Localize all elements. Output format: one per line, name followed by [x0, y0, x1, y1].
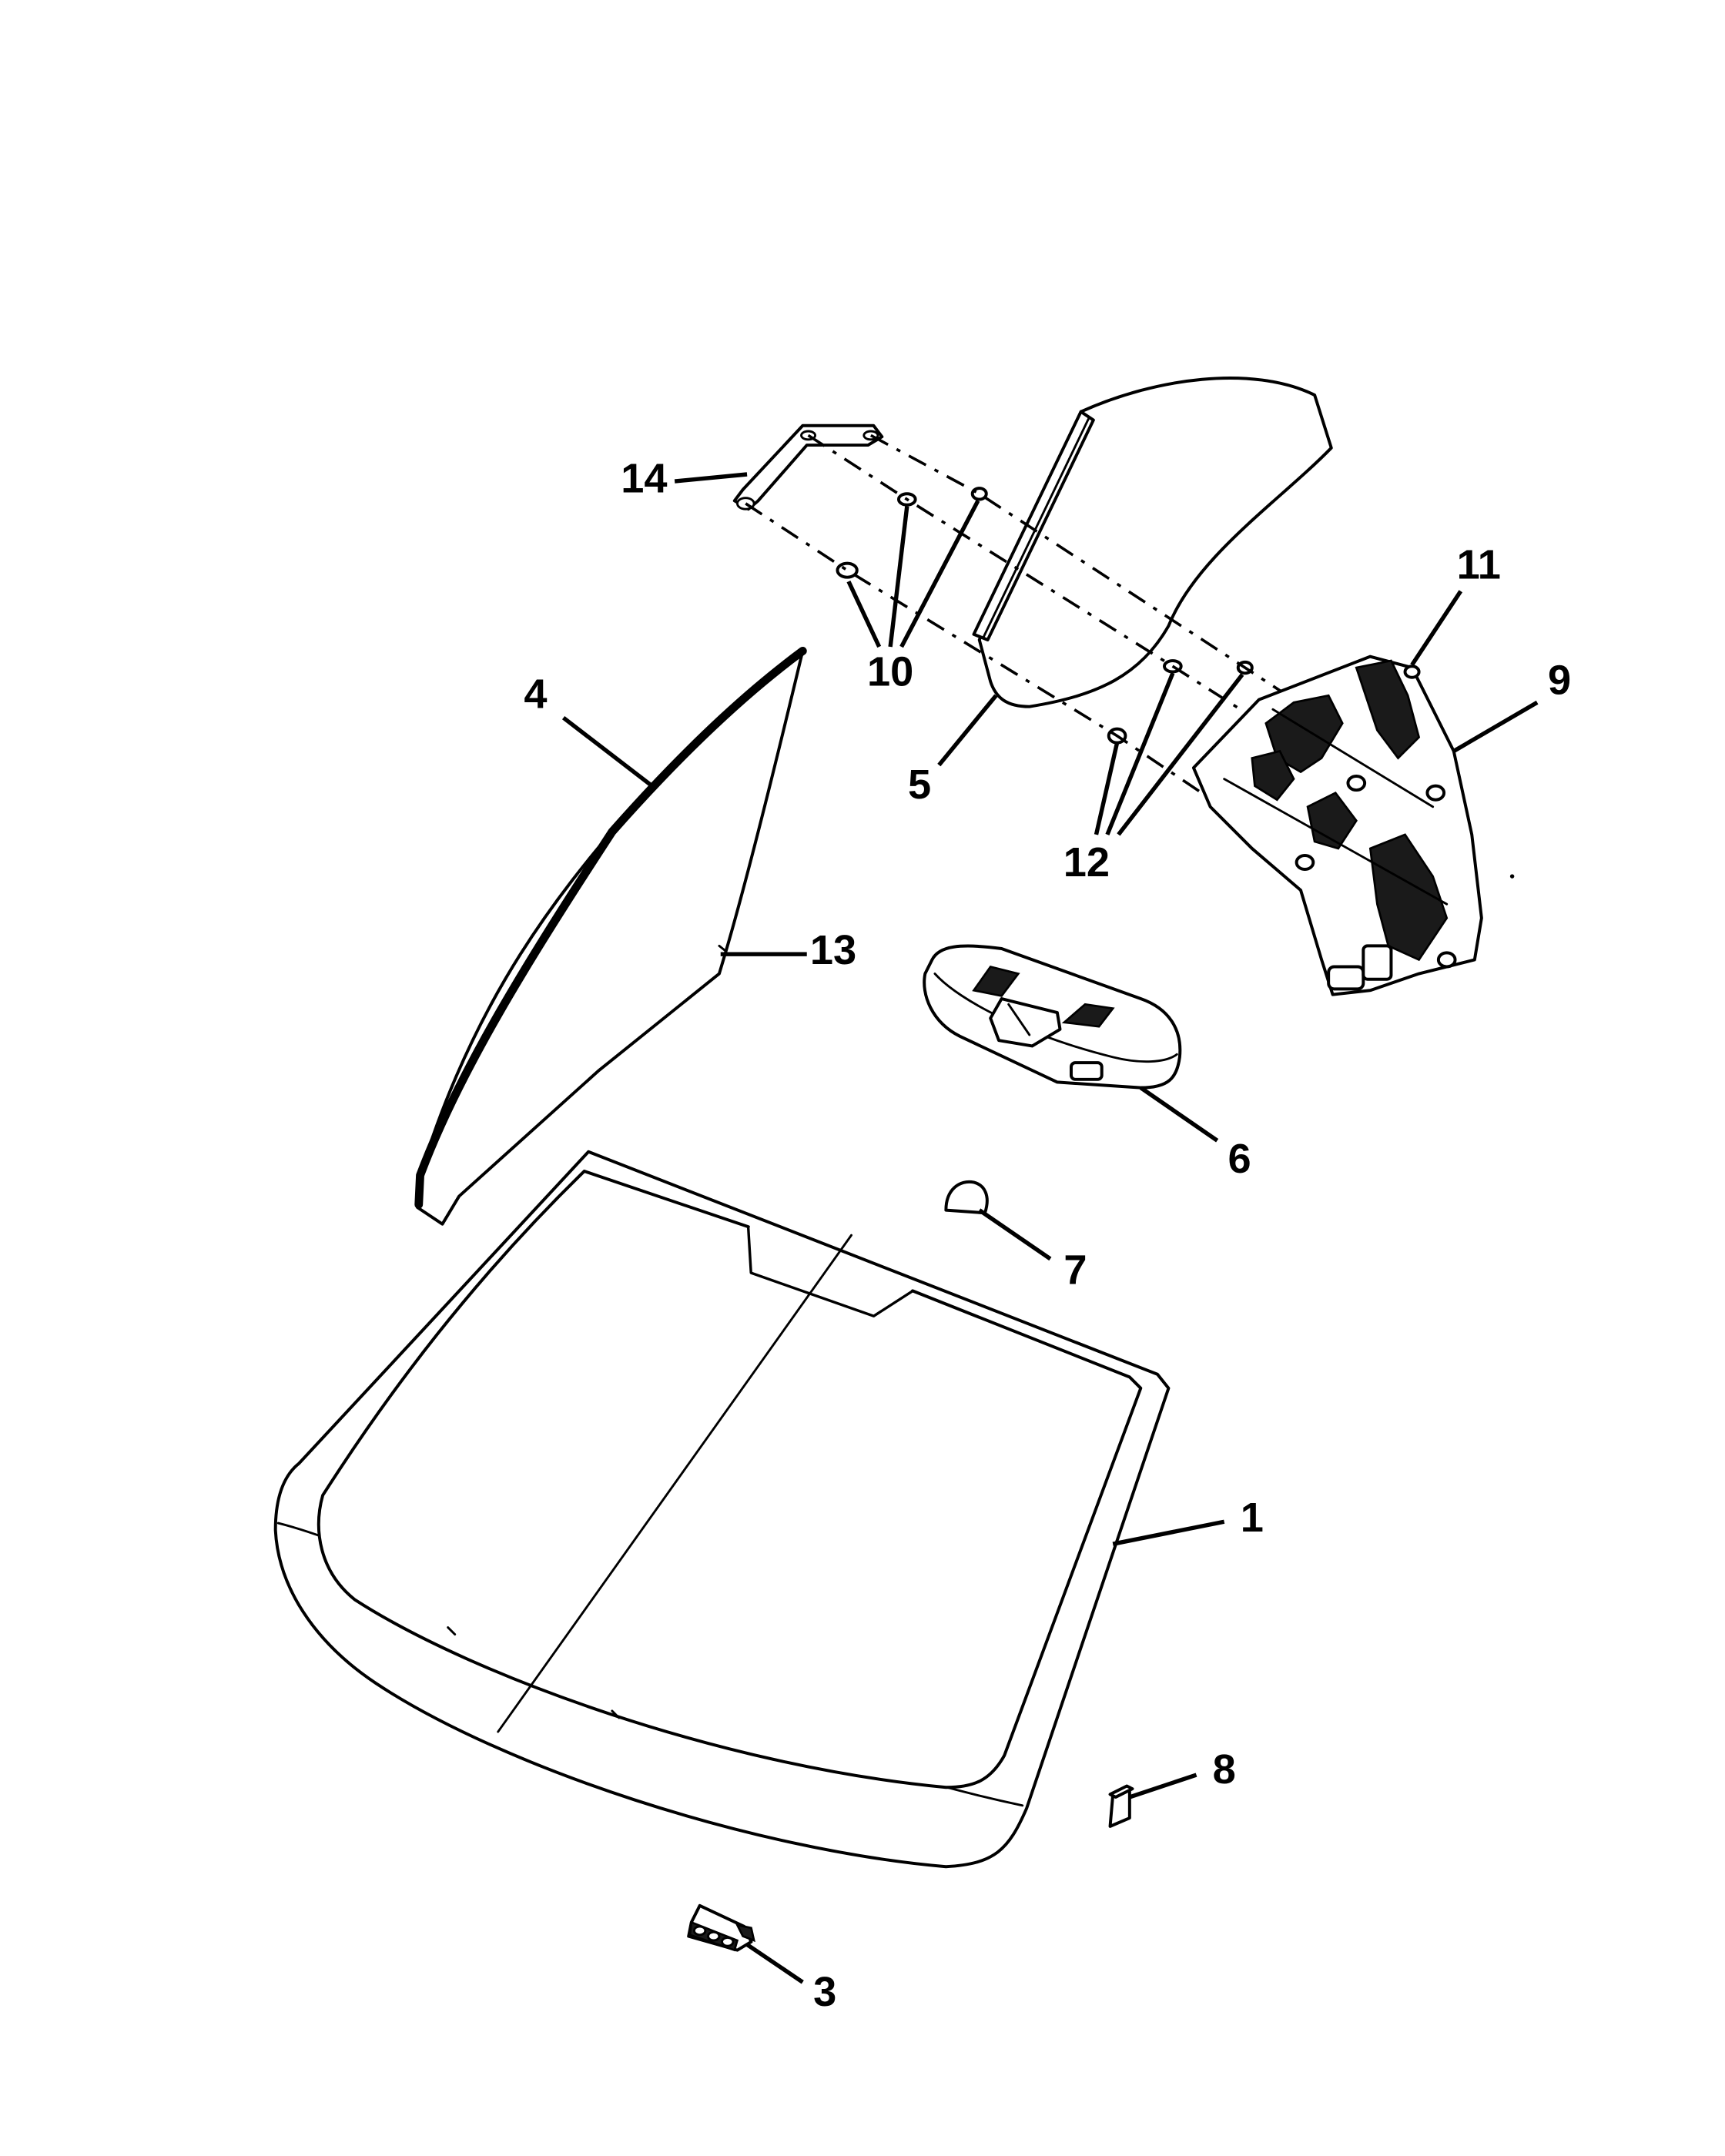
callout-3: 3 [813, 1969, 836, 2015]
part-7-sensor-cover [944, 1180, 989, 1215]
part-10-fasteners [836, 487, 988, 579]
callout-7: 7 [1063, 1247, 1087, 1293]
part-3-moulding-clip [687, 1903, 755, 1952]
part-6-mirror [923, 944, 1182, 1090]
callout-4: 4 [524, 671, 547, 717]
callout-1: 1 [1241, 1495, 1264, 1541]
callout-6: 6 [1228, 1136, 1251, 1182]
part-9-regulator [1191, 654, 1515, 996]
callout-13: 13 [810, 927, 856, 973]
part-1-windshield [273, 1150, 1171, 1869]
callout-14: 14 [621, 455, 667, 501]
callout-9: 9 [1548, 657, 1571, 703]
callout-11: 11 [1457, 541, 1501, 588]
part-5-quarter-glass [972, 376, 1333, 708]
part-8-clip [1108, 1784, 1134, 1828]
alignment-lines [745, 434, 1437, 864]
callout-5: 5 [908, 762, 931, 808]
callout-12: 12 [1063, 839, 1110, 886]
leader-lines [561, 472, 1539, 1984]
callout-8: 8 [1213, 1746, 1236, 1793]
part-4-side-glass [414, 647, 807, 1226]
callout-10: 10 [867, 649, 913, 695]
part-14-bracket [732, 424, 884, 511]
callout-labels: 1 3 4 5 6 7 8 9 10 11 12 13 14 [524, 455, 1571, 2014]
